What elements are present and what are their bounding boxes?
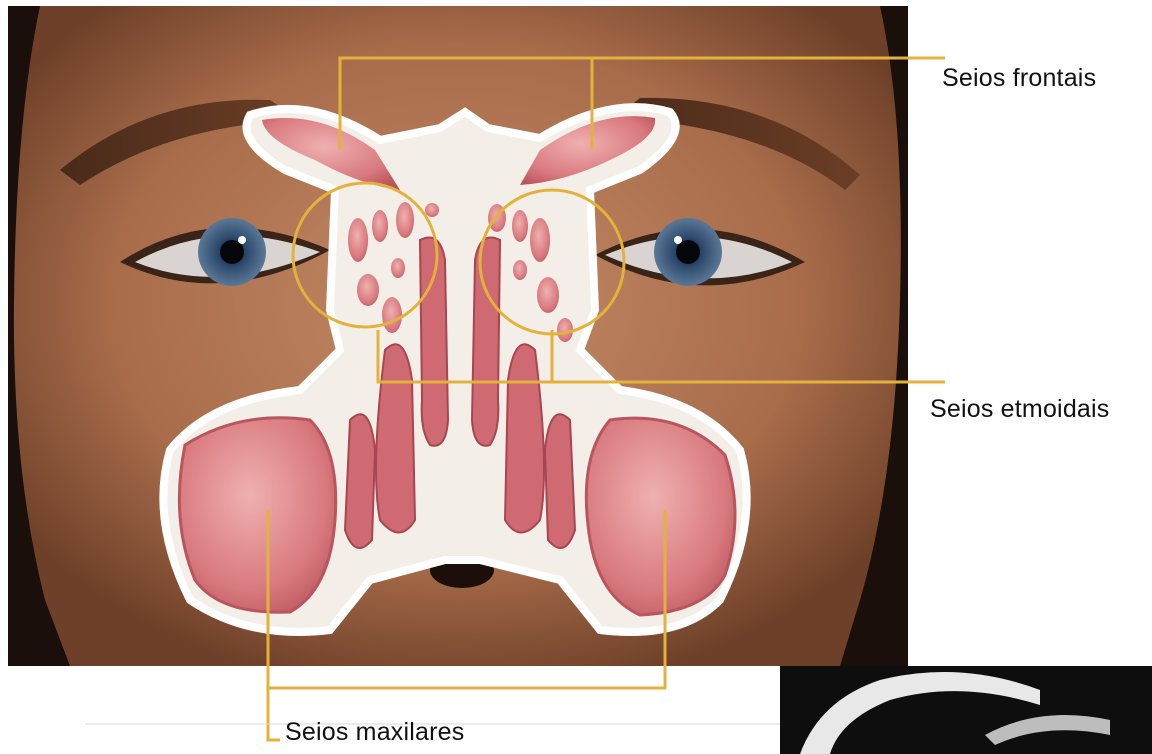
left-maxillary-sinus <box>179 418 335 612</box>
frontal-sinus-label: Seios frontais <box>942 64 1096 93</box>
inset-image-panel <box>780 666 1152 754</box>
maxillary-sinus-label: Seios maxilares <box>285 718 464 747</box>
ethmoid-sinus-label: Seios etmoidais <box>930 395 1109 424</box>
right-maxillary-sinus <box>586 418 735 615</box>
